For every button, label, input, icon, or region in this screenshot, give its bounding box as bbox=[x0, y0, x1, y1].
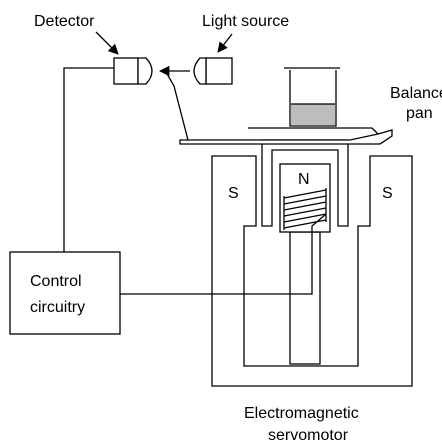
balance-pan-label-line1: Balance bbox=[390, 85, 442, 102]
magnet-outer-frame bbox=[211, 155, 413, 387]
control-circuitry-box bbox=[9, 251, 121, 335]
pole-s-right-label: S bbox=[382, 185, 393, 202]
control-circuitry-label-line2: circuitry bbox=[30, 299, 85, 316]
detector-label: Detector bbox=[34, 13, 95, 30]
detector-wire bbox=[63, 67, 114, 252]
balance-pan-platform bbox=[179, 129, 393, 145]
pan-support-arm-left bbox=[261, 139, 349, 227]
light-source-body bbox=[193, 57, 233, 85]
detector-body bbox=[113, 57, 153, 85]
coil-winding bbox=[283, 188, 327, 230]
light-source-label: Light source bbox=[202, 13, 289, 30]
pole-n-label: N bbox=[298, 171, 310, 188]
servomotor-label-line2: servomotor bbox=[268, 427, 349, 444]
balance-pan-label-line2: pan bbox=[406, 105, 433, 122]
pan-rim bbox=[248, 127, 379, 135]
detector-leader-arrow bbox=[95, 31, 119, 55]
coil-wire bbox=[120, 213, 327, 295]
control-circuitry-label-line1: Control bbox=[30, 273, 82, 290]
coil-housing bbox=[279, 163, 331, 233]
magnet-center-post bbox=[289, 231, 321, 365]
pole-s-left-label: S bbox=[228, 185, 239, 202]
servomotor-label-line1: Electromagnetic bbox=[244, 405, 359, 422]
beaker-liquid bbox=[291, 104, 335, 125]
beaker bbox=[284, 67, 340, 127]
light-source-leader-arrow bbox=[217, 33, 233, 53]
pointer-arm bbox=[165, 71, 189, 141]
